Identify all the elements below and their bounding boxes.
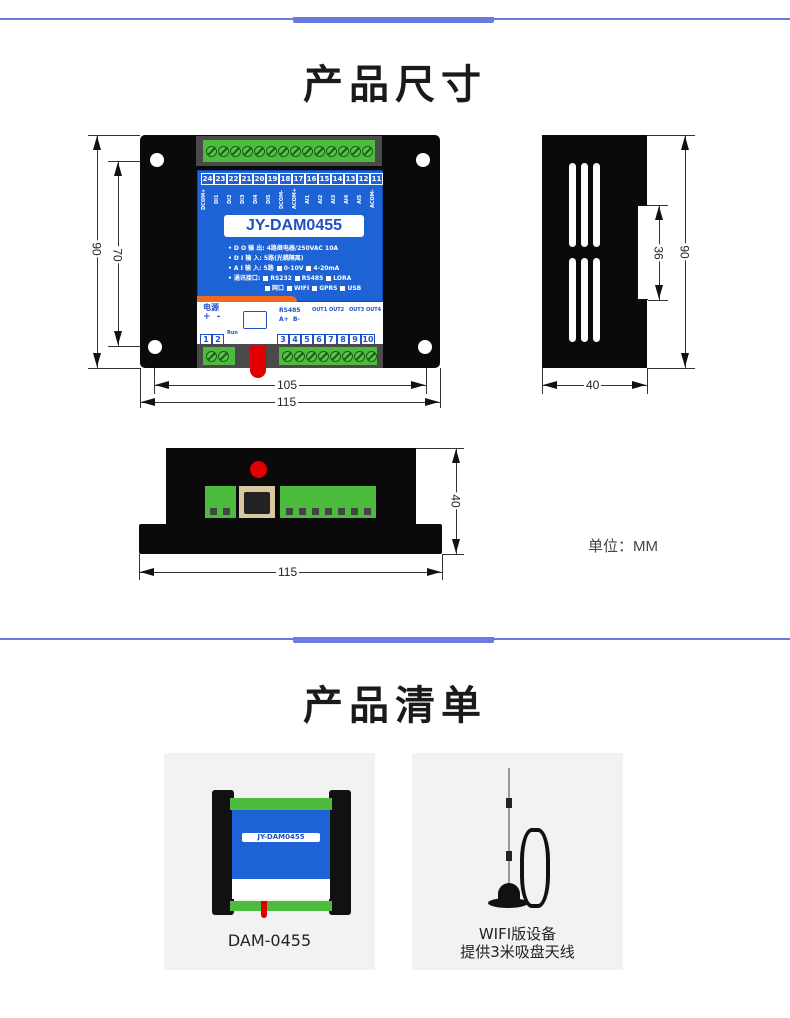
mount-hole <box>148 340 162 354</box>
dim-window-36: 36 <box>651 244 666 262</box>
antenna-cable-icon <box>520 828 550 908</box>
bottom-case-base <box>139 524 442 554</box>
dim-width-105: 105 <box>275 378 300 392</box>
model-label: JY-DAM0455 <box>224 215 364 237</box>
dim-width-115: 115 <box>275 395 299 409</box>
led-indicator-icon <box>250 461 267 478</box>
mount-hole <box>418 340 432 354</box>
antenna-icon <box>508 768 510 893</box>
dim-height-90: 90 <box>89 240 104 258</box>
package-item-label: DAM-0455 <box>227 931 312 950</box>
dim-side-height-90: 90 <box>677 243 692 261</box>
section-title-dimensions: 产品尺寸 <box>303 62 487 108</box>
dim-depth-40: 40 <box>584 378 602 392</box>
section-divider-tab <box>293 637 494 643</box>
dim-bottom-height-40: 40 <box>448 492 463 510</box>
ethernet-port-icon <box>243 311 267 329</box>
top-terminal-block <box>203 140 375 162</box>
bottom-terminal-io <box>279 347 377 365</box>
bottom-terminal-power <box>203 347 235 365</box>
section-title-package: 产品清单 <box>303 683 487 729</box>
mount-hole <box>416 153 430 167</box>
unit-note: 单位：MM <box>588 537 659 555</box>
package-item-label: 提供3米吸盘天线 <box>460 943 575 961</box>
mount-hole <box>150 153 164 167</box>
dim-height-70: 70 <box>110 246 125 264</box>
package-card-device: JY-DAM0455 DAM-0455 <box>164 753 375 970</box>
dim-bottom-width-115: 115 <box>276 565 300 579</box>
package-item-label: WIFI版设备 <box>478 925 557 943</box>
antenna-connector-icon <box>250 346 266 378</box>
section-divider-tab <box>293 17 494 23</box>
package-card-antenna: WIFI版设备 提供3米吸盘天线 <box>412 753 623 970</box>
